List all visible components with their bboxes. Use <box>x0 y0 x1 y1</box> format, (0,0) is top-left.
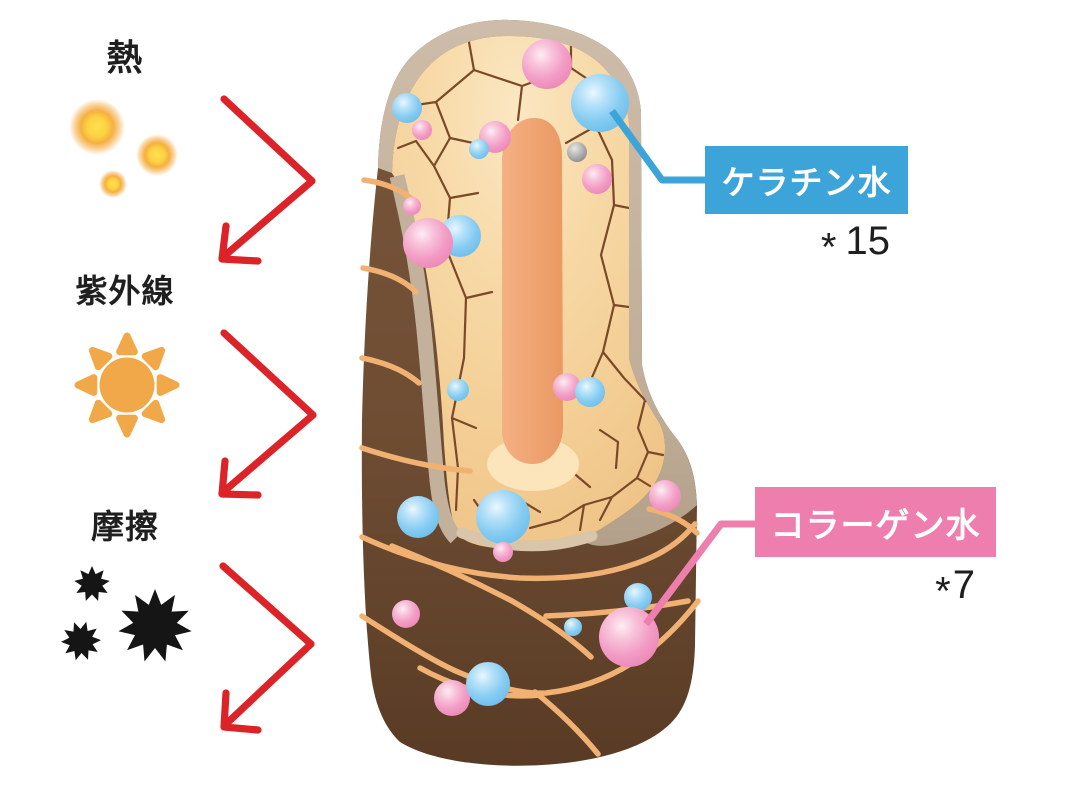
heat-glow-icon <box>69 99 178 198</box>
cut-bottom-band <box>456 527 598 552</box>
zigzag-arrow-icon <box>219 562 315 734</box>
friction-burst <box>74 566 110 601</box>
sun-rays <box>74 332 180 438</box>
keratin-water-label: ケラチン水 <box>721 164 892 201</box>
friction-burst-icon <box>61 566 192 662</box>
water-bubble-blue <box>575 377 605 407</box>
keratin-footnote: *15 <box>770 219 891 267</box>
water-bubble-pink <box>392 600 420 628</box>
footnote-asterisk: * <box>820 225 837 270</box>
water-bubble-blue <box>564 618 582 636</box>
water-bubble-pink <box>403 197 421 215</box>
collagen-footnote: *7 <box>860 563 975 611</box>
footnote-asterisk: * <box>935 569 951 614</box>
heat-glow-dot <box>69 99 125 155</box>
water-bubble-gray <box>567 142 587 162</box>
water-bubble-pink <box>434 680 470 716</box>
water-bubble-blue <box>469 139 489 159</box>
sun-core <box>99 357 155 413</box>
water-bubble-pink <box>582 164 612 194</box>
water-bubble-blue <box>397 496 439 538</box>
collagen-water-callout: コラーゲン水 <box>755 487 996 557</box>
water-bubble-blue <box>624 583 652 611</box>
medulla <box>502 117 563 465</box>
collagen-water-label: コラーゲン水 <box>770 506 981 545</box>
water-bubble-blue <box>476 490 530 544</box>
water-bubble-blue <box>466 662 510 706</box>
water-bubble-blue <box>447 379 469 401</box>
hair-shaft-illustration <box>359 19 756 766</box>
friction-label: 摩擦 <box>91 508 159 545</box>
friction-burst <box>61 621 101 661</box>
water-bubbles <box>392 39 681 716</box>
sun-icon <box>74 332 180 438</box>
friction-burst <box>118 589 192 662</box>
heat-label: 熱 <box>106 37 144 78</box>
water-bubble-pink <box>403 218 453 268</box>
uv-label: 紫外線 <box>75 273 175 309</box>
water-bubble-pink <box>493 542 513 562</box>
heat-glow-dot <box>99 170 127 198</box>
footnote-number: 7 <box>952 563 975 607</box>
water-bubble-blue <box>392 93 422 123</box>
water-bubble-pink <box>412 120 432 140</box>
water-bubble-pink <box>553 373 581 401</box>
zigzag-arrow-icon <box>218 95 316 265</box>
collagen-leader-line <box>643 520 756 627</box>
keratin-water-callout: ケラチン水 <box>705 146 908 214</box>
heat-glow-dot <box>136 134 178 176</box>
zigzag-arrow-icon <box>218 329 317 499</box>
impact-arrows <box>218 95 317 734</box>
water-bubble-pink <box>649 480 681 512</box>
footnote-number: 15 <box>845 219 891 263</box>
water-bubble-pink <box>522 39 572 89</box>
keratin-leader-line <box>609 108 706 184</box>
